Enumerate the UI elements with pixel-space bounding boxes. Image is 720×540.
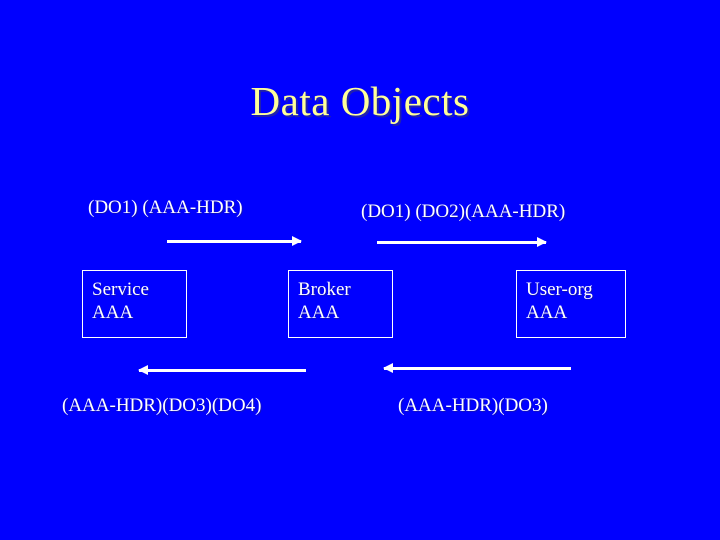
- node-label-line1: Service: [92, 279, 149, 300]
- arrow-head-left-icon: [383, 363, 393, 373]
- page-title: Data Objects: [250, 78, 470, 124]
- node-box-broker: Broker AAA: [288, 270, 393, 338]
- arrow-broker-to-user-org: [377, 236, 547, 248]
- arrow-shaft: [167, 240, 301, 243]
- arrow-shaft: [384, 367, 571, 370]
- node-label-line1: User-org: [526, 279, 593, 300]
- arrow-service-to-broker: [167, 235, 302, 247]
- arrow-head-right-icon: [292, 236, 302, 246]
- arrow-shaft: [139, 369, 306, 372]
- arrow-head-right-icon: [537, 237, 547, 247]
- arrow-broker-to-service: [138, 364, 306, 376]
- arrow-shaft: [377, 241, 546, 244]
- node-label-line2: AAA: [298, 302, 340, 323]
- arrow-user-org-to-broker: [383, 362, 571, 374]
- node-box-service: Service AAA: [82, 270, 187, 338]
- message-label-bottom-right: (AAA-HDR)(DO3): [398, 395, 548, 416]
- node-label-line2: AAA: [92, 302, 134, 323]
- node-label-line2: AAA: [526, 302, 568, 323]
- node-label-line1: Broker: [298, 279, 351, 300]
- node-box-user-org: User-org AAA: [516, 270, 626, 338]
- message-label-top-right: (DO1) (DO2)(AAA-HDR): [361, 201, 566, 222]
- message-label-top-left: (DO1) (AAA-HDR): [88, 197, 243, 218]
- arrow-head-left-icon: [138, 365, 148, 375]
- message-label-bottom-left: (AAA-HDR)(DO3)(DO4): [62, 395, 262, 416]
